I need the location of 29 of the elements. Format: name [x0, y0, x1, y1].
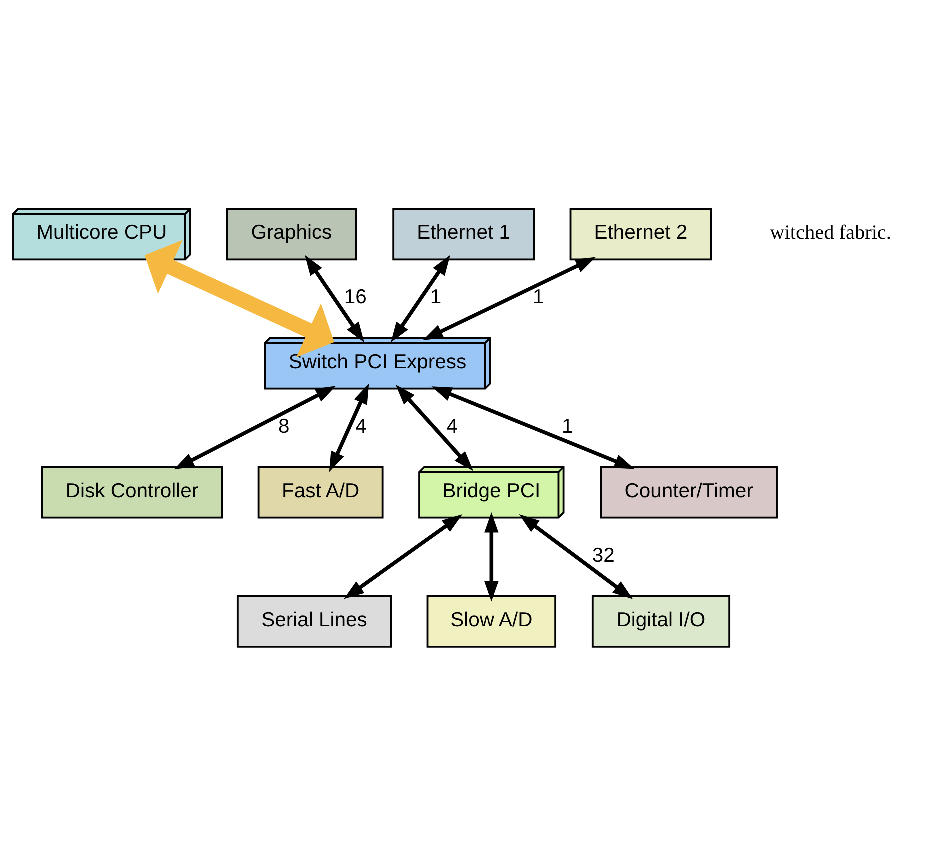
edge-label: 1: [532, 286, 544, 308]
arrow: [396, 384, 474, 471]
edge-label: 4: [446, 415, 458, 438]
node-box: Slow A/D: [426, 594, 557, 648]
edge-label: 1: [562, 415, 574, 438]
node-box: Digital I/O: [592, 594, 731, 648]
node-box: Graphics: [226, 208, 358, 260]
arrow: [174, 386, 336, 470]
arrow: [144, 240, 334, 357]
arrow: [484, 512, 499, 602]
node-box: Counter/Timer: [600, 466, 778, 518]
node-box: Disk Controller: [41, 466, 224, 518]
edge-label: 32: [592, 544, 615, 566]
node-box: Serial Lines: [236, 594, 392, 648]
arrow: [432, 386, 635, 469]
label: witched fabric.: [770, 222, 892, 244]
arrow: [329, 383, 370, 472]
arrow: [519, 514, 634, 599]
edge-label: 4: [356, 415, 367, 438]
node-box: Ethernet 2: [570, 208, 712, 260]
node-box: Fast A/D: [258, 466, 384, 518]
arrow: [422, 256, 596, 340]
arrow: [391, 254, 450, 342]
arrow: [305, 254, 364, 342]
arrow: [344, 514, 463, 599]
edge-label: 16: [344, 286, 367, 308]
node-box: Ethernet 1: [392, 208, 535, 260]
edge-label: 8: [278, 415, 290, 438]
edge-label: 1: [430, 286, 442, 308]
